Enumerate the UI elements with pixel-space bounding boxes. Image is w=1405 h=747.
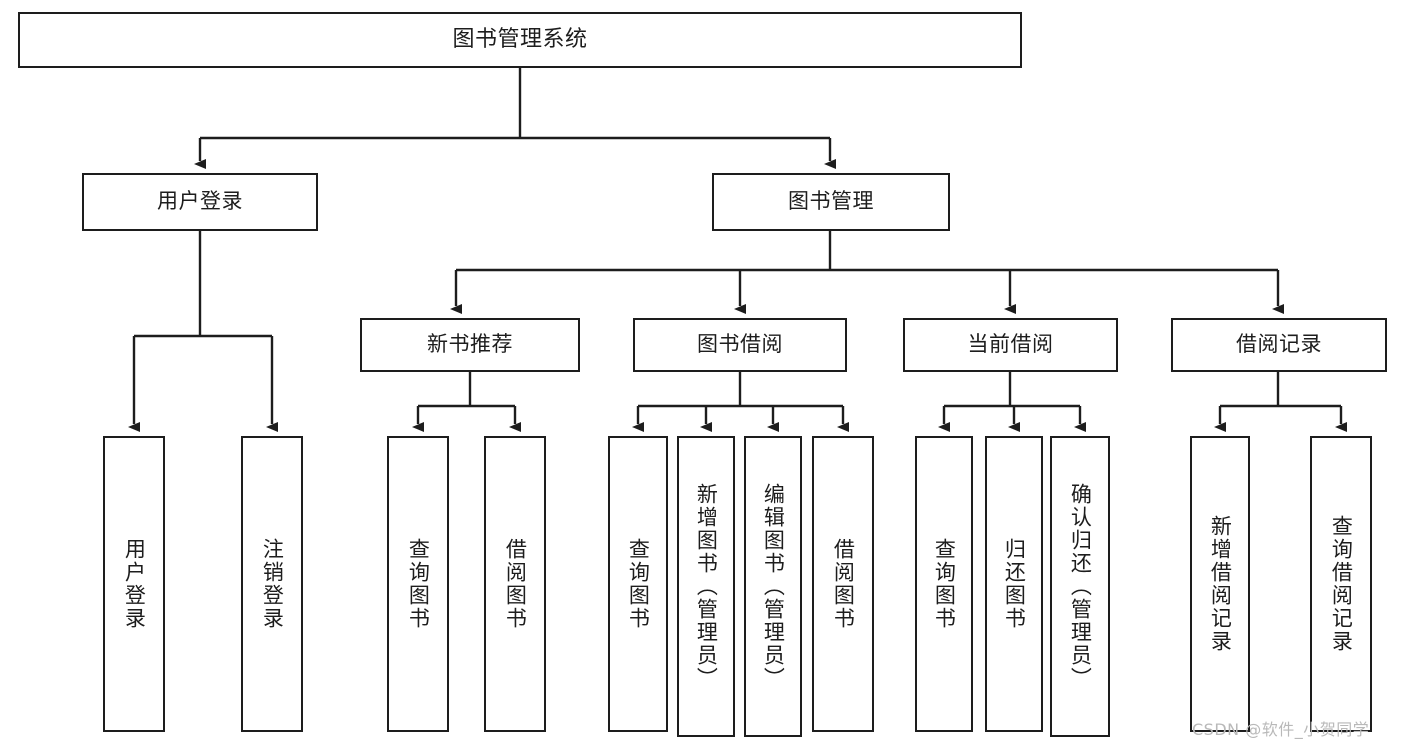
node-leaf-borrow-book-2[interactable]: 借阅图书 xyxy=(812,436,874,732)
node-leaf-query-book-2[interactable]: 查询图书 xyxy=(608,436,668,732)
node-book-borrow[interactable]: 图书借阅 xyxy=(633,318,847,372)
node-leaf-add-book[interactable]: 新增图书（管理员） xyxy=(677,436,735,737)
node-leaf-edit-book[interactable]: 编辑图书（管理员） xyxy=(744,436,802,737)
node-leaf-user-login[interactable]: 用户登录 xyxy=(103,436,165,732)
node-leaf-query-book-3[interactable]: 查询图书 xyxy=(915,436,973,732)
node-leaf-query-book-1[interactable]: 查询图书 xyxy=(387,436,449,732)
node-leaf-confirm-return[interactable]: 确认归还（管理员） xyxy=(1050,436,1110,737)
node-current-borrow[interactable]: 当前借阅 xyxy=(903,318,1118,372)
node-leaf-query-record[interactable]: 查询借阅记录 xyxy=(1310,436,1372,732)
node-book-manage[interactable]: 图书管理 xyxy=(712,173,950,231)
node-root[interactable]: 图书管理系统 xyxy=(18,12,1022,68)
csdn-watermark: CSDN @软件_小贺同学 xyxy=(1192,720,1370,739)
node-user-login[interactable]: 用户登录 xyxy=(82,173,318,231)
node-leaf-logout[interactable]: 注销登录 xyxy=(241,436,303,732)
node-leaf-return-book[interactable]: 归还图书 xyxy=(985,436,1043,732)
node-leaf-add-record[interactable]: 新增借阅记录 xyxy=(1190,436,1250,732)
node-leaf-borrow-book-1[interactable]: 借阅图书 xyxy=(484,436,546,732)
node-borrow-record[interactable]: 借阅记录 xyxy=(1171,318,1387,372)
node-new-book-recommend[interactable]: 新书推荐 xyxy=(360,318,580,372)
